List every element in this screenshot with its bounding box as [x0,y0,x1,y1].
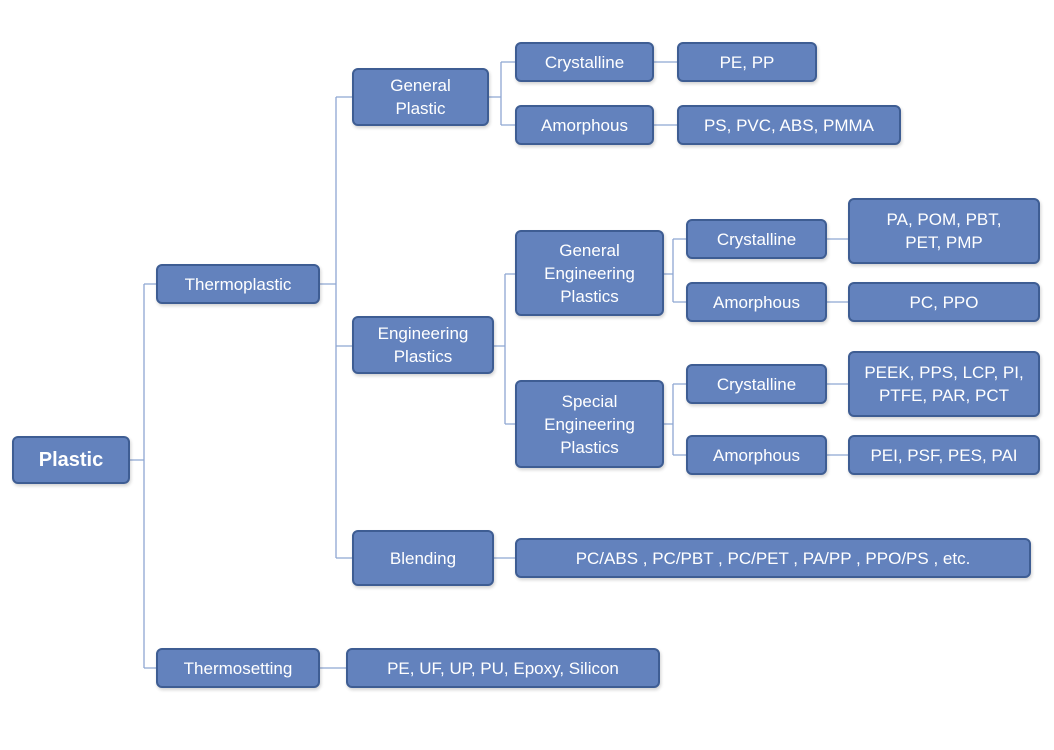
node-general-plastic: General Plastic [352,68,489,126]
node-se-amorphous-label: Amorphous [713,445,800,465]
node-blending-label: Blending [389,548,457,568]
node-se-amorphous-examples-label: PEI, PSF, PES, PAI [870,445,1018,465]
node-se-amorphous: Amorphous [686,435,827,475]
node-gp-amorphous-label: Amorphous [541,115,628,135]
node-special-engineering-plastics: Special Engineering Plastics [515,380,664,468]
node-ge-amorphous-examples: PC, PPO [848,282,1040,322]
node-thermosetting-examples-label: PE, UF, UP, PU, Epoxy, Silicon [387,658,619,678]
node-ge-crystalline-label: Crystalline [716,229,797,249]
connector-special-eng [664,383,686,456]
node-blending-examples: PC/ABS , PC/PBT , PC/PET , PA/PP , PPO/P… [515,538,1031,578]
node-general-engineering-plastics: General Engineering Plastics [515,230,664,316]
node-gp-crystalline-label: Crystalline [544,52,625,72]
node-se-crystalline-label: Crystalline [716,374,797,394]
node-se-crystalline: Crystalline [686,364,827,404]
connector-root [130,283,156,669]
node-gp-crystalline-examples: PE, PP [677,42,817,82]
connector-thermoplastic [320,96,352,559]
connector-engineering [494,273,515,425]
node-thermosetting-examples: PE, UF, UP, PU, Epoxy, Silicon [346,648,660,688]
node-thermosetting-label: Thermosetting [183,658,293,678]
node-gp-amorphous-examples: PS, PVC, ABS, PMMA [677,105,901,145]
node-ge-crystalline-examples: PA, POM, PBT, PET, PMP [848,198,1040,264]
node-se-crystalline-examples: PEEK, PPS, LCP, PI, PTFE, PAR, PCT [848,351,1040,417]
node-ge-crystalline-examples-label: PA, POM, PBT, PET, PMP [886,210,1002,252]
connector-general-eng [664,238,686,303]
connector-general-plastic [489,61,515,126]
node-ge-amorphous-label: Amorphous [713,292,800,312]
node-gp-amorphous-examples-label: PS, PVC, ABS, PMMA [703,115,875,135]
node-plastic: Plastic [12,436,130,484]
node-ge-amorphous-examples-label: PC, PPO [909,292,979,312]
node-gp-crystalline-examples-label: PE, PP [719,52,775,72]
node-thermosetting: Thermosetting [156,648,320,688]
node-blending-examples-label: PC/ABS , PC/PBT , PC/PET , PA/PP , PPO/P… [575,548,971,568]
node-general-plastic-label: General Plastic [390,76,451,118]
node-gp-crystalline: Crystalline [515,42,654,82]
node-engineering-plastics-label: Engineering Plastics [377,324,469,366]
node-general-engineering-plastics-label: General Engineering Plastics [544,240,635,306]
node-se-amorphous-examples: PEI, PSF, PES, PAI [848,435,1040,475]
node-thermoplastic-label: Thermoplastic [184,274,292,294]
node-se-crystalline-examples-label: PEEK, PPS, LCP, PI, PTFE, PAR, PCT [864,363,1024,405]
node-plastic-label: Plastic [38,448,104,471]
node-engineering-plastics: Engineering Plastics [352,316,494,374]
node-ge-amorphous: Amorphous [686,282,827,322]
node-ge-crystalline: Crystalline [686,219,827,259]
node-thermoplastic: Thermoplastic [156,264,320,304]
node-special-engineering-plastics-label: Special Engineering Plastics [544,391,635,457]
node-blending: Blending [352,530,494,586]
node-gp-amorphous: Amorphous [515,105,654,145]
